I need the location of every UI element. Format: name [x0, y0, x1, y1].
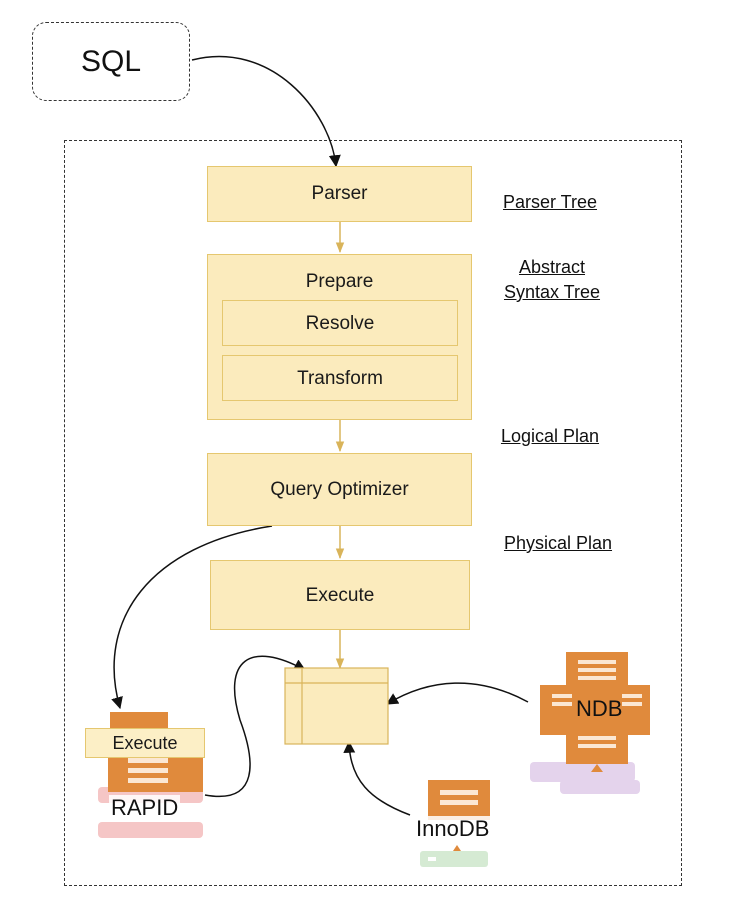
ndb-to-result-arrow [385, 682, 529, 705]
physical-plan-annotation: Physical Plan [503, 533, 613, 553]
sql-to-parser-arrow [191, 55, 341, 168]
rapid-to-result-arrow [204, 655, 307, 798]
prepare-label: Prepare [305, 271, 374, 292]
execute-label: Execute [305, 585, 375, 606]
innodb-to-result-arrow [343, 740, 411, 816]
parser-stage: Parser [207, 166, 472, 222]
ndb-label: NDB [576, 696, 623, 721]
logical-plan-annotation: Logical Plan [500, 426, 600, 446]
optimizer-stage: Query Optimizer [207, 453, 472, 526]
rapid-execute-label: Execute [112, 733, 178, 753]
result-set-icon [284, 667, 389, 745]
prepare-stage: Prepare Resolve Transform [207, 254, 472, 420]
ndb-engine-icon [530, 652, 650, 794]
ast-annotation-line1: Abstract [518, 257, 586, 277]
sql-label: SQL [80, 45, 142, 78]
rapid-label: RAPID [109, 795, 181, 821]
transform-step: Transform [222, 355, 458, 401]
optimizer-to-rapid-arrow [111, 525, 273, 710]
optimizer-label: Query Optimizer [270, 479, 409, 500]
transform-label: Transform [297, 368, 383, 389]
parser-tree-annotation: Parser Tree [502, 192, 598, 212]
rapid-execute-box: Execute [85, 728, 205, 758]
engine-boundary [64, 140, 682, 886]
ast-annotation-line2: Syntax Tree [503, 282, 601, 302]
innodb-engine-icon [420, 780, 490, 867]
parser-label: Parser [311, 183, 368, 204]
innodb-label: InnoDB [414, 816, 492, 842]
execute-stage: Execute [210, 560, 470, 630]
resolve-label: Resolve [305, 313, 375, 334]
sql-input-box: SQL [32, 22, 190, 101]
resolve-step: Resolve [222, 300, 458, 346]
